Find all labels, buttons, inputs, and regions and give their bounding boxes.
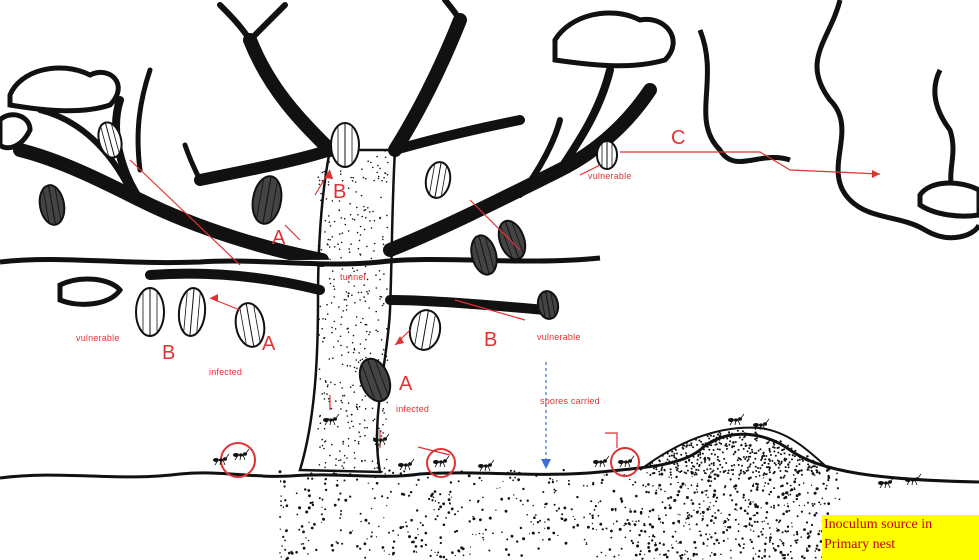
cocoa-pod <box>177 287 207 337</box>
label-b-top: B <box>333 182 346 202</box>
cocoa-pod <box>467 233 501 278</box>
cocoa-pod <box>37 183 68 227</box>
label-a-upper: A <box>272 228 285 248</box>
cocoa-pod <box>494 217 530 263</box>
label-spores-carried: spores carried <box>540 397 600 406</box>
tree-trunk <box>300 150 395 472</box>
label-b-left: B <box>162 343 175 363</box>
label-vulnerable-left: vulnerable <box>76 334 120 343</box>
ground-line <box>0 434 979 482</box>
legend-line-2: Primary nest <box>822 535 979 555</box>
label-vulnerable-right-mid: vulnerable <box>537 333 581 342</box>
label-c: C <box>671 128 685 148</box>
cocoa-pod <box>423 160 453 200</box>
label-a-left: A <box>262 334 275 354</box>
ant <box>478 460 494 471</box>
ant <box>433 456 449 467</box>
cocoa-pod <box>597 141 617 169</box>
cocoa-pod <box>136 288 164 336</box>
ant <box>728 414 744 425</box>
label-tunnel: tunnel <box>340 273 366 282</box>
primary-nest-legend: Inoculum source in Primary nest <box>822 515 979 560</box>
spore-arrow <box>541 362 551 469</box>
legend-line-1: Inoculum source in <box>822 515 979 535</box>
ant <box>233 449 249 460</box>
ant <box>398 459 414 470</box>
label-b-right: B <box>484 330 497 350</box>
label-vulnerable-right-top: vulnerable <box>588 172 632 181</box>
cocoa-pod <box>249 174 285 226</box>
ant <box>905 474 921 485</box>
ant <box>618 456 634 467</box>
label-a-center: A <box>399 374 412 394</box>
ant <box>593 456 609 467</box>
cocoa-pod <box>536 289 561 320</box>
infection-foci <box>221 443 639 477</box>
cocoa-pod <box>331 123 359 167</box>
cocoa-pod <box>407 308 443 353</box>
label-infected-left: infected <box>209 368 242 377</box>
label-infected-center: infected <box>396 405 429 414</box>
